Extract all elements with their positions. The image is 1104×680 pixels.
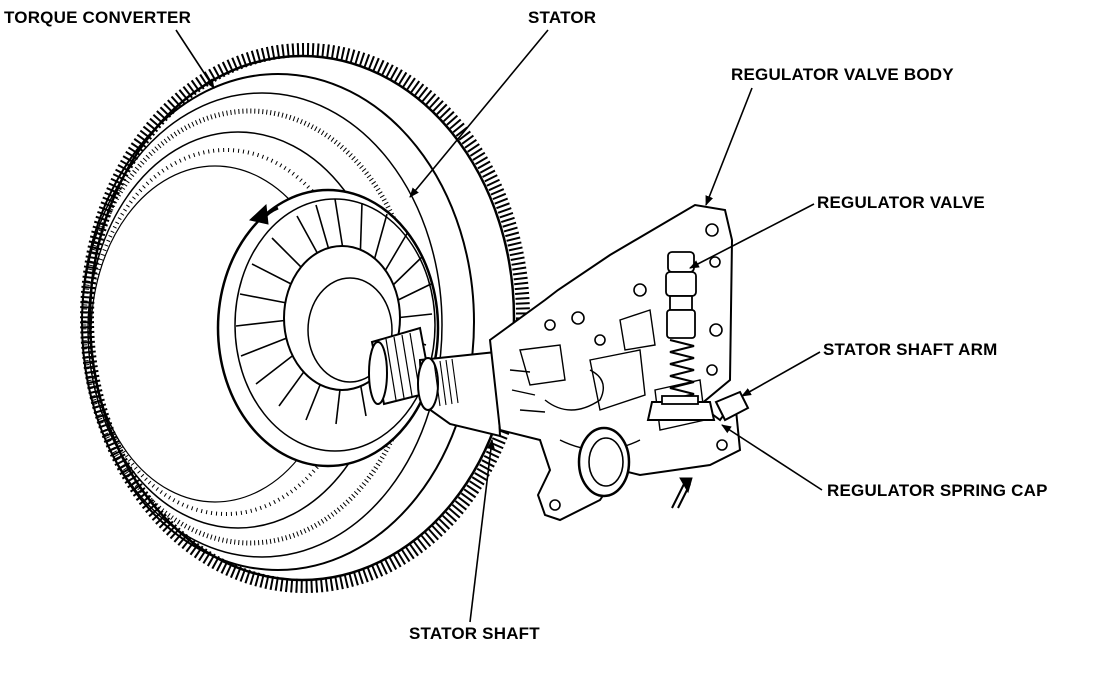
label-stator-shaft-arm: STATOR SHAFT ARM (823, 340, 998, 359)
leader-stator-shaft-arm (741, 351, 821, 397)
label-regulator-valve-body: REGULATOR VALVE BODY (731, 65, 954, 84)
leader-regulator-valve (689, 203, 815, 269)
label-stator-shaft: STATOR SHAFT (409, 624, 540, 643)
leader-lines (175, 29, 823, 623)
leader-stator (409, 29, 549, 198)
regulator-valve-drawing (646, 251, 716, 421)
regulator-valve-body-drawing (488, 203, 750, 522)
stator-drawing (216, 188, 440, 468)
flow-arrow-drawing (671, 477, 693, 509)
label-regulator-spring-cap: REGULATOR SPRING CAP (827, 481, 1048, 500)
label-regulator-valve: REGULATOR VALVE (817, 193, 985, 212)
label-stator: STATOR (528, 8, 597, 27)
leader-regulator-spring-cap (721, 424, 823, 491)
leader-torque-converter (175, 29, 215, 89)
stator-shaft-drawing (368, 326, 502, 438)
leader-regulator-valve-body (705, 87, 753, 206)
label-torque-converter: TORQUE CONVERTER (4, 8, 192, 27)
leader-stator-shaft (469, 439, 495, 623)
